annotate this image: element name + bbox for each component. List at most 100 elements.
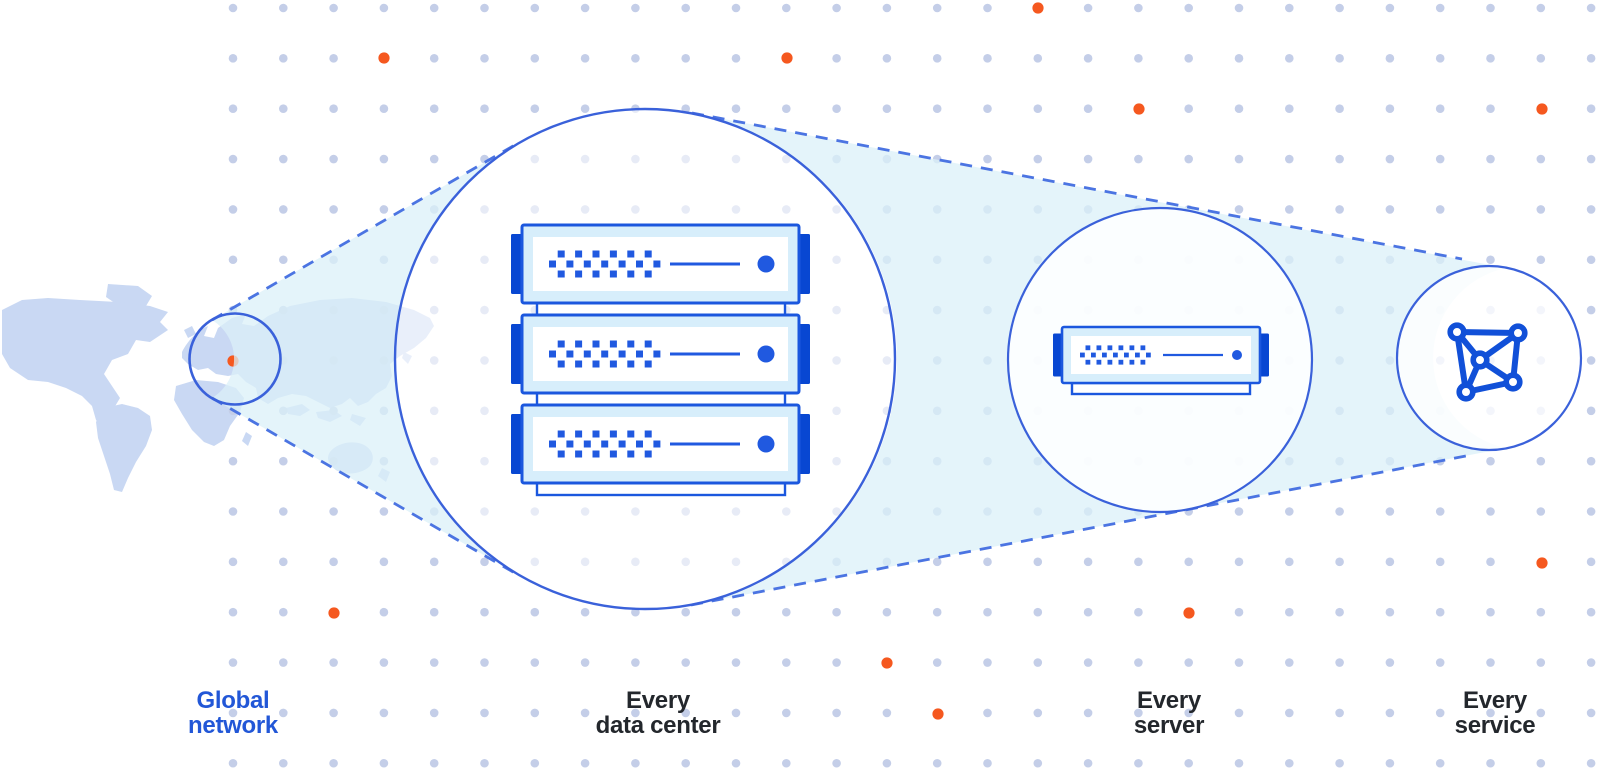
- vent-dot: [601, 350, 609, 358]
- grid-dot: [1335, 557, 1344, 567]
- grid-dot: [228, 507, 238, 516]
- grid-dot: [1586, 708, 1596, 718]
- grid-dot: [379, 154, 389, 164]
- orange-location-dot: [932, 708, 944, 720]
- grid-dot: [480, 607, 489, 617]
- grid-dot: [882, 3, 892, 13]
- grid-dot: [1134, 758, 1143, 768]
- grid-dot: [1586, 3, 1596, 13]
- vent-dot: [1085, 359, 1091, 365]
- grid-dot: [279, 758, 288, 768]
- grid-dot: [1134, 54, 1143, 63]
- grid-dot: [1586, 154, 1596, 164]
- grid-dot: [932, 658, 942, 667]
- stage-label-every-server: Every server: [1134, 688, 1205, 738]
- vent-dot: [1085, 345, 1091, 351]
- vent-dot: [1091, 352, 1096, 358]
- grid-dot: [782, 758, 791, 768]
- grid-dot: [329, 708, 338, 718]
- vent-dot: [1129, 359, 1135, 365]
- mesh-node: [1470, 350, 1490, 370]
- vent-dot: [566, 260, 574, 268]
- grid-dot: [681, 708, 690, 718]
- grid-dot: [1033, 758, 1043, 768]
- grid-dot: [631, 54, 640, 63]
- dashed-line-lower-right: [690, 454, 1467, 607]
- grid-dot: [1486, 708, 1495, 718]
- grid-dot: [932, 607, 942, 617]
- grid-dot: [580, 708, 590, 718]
- grid-dot: [681, 758, 690, 768]
- vent-dot: [618, 440, 626, 448]
- grid-dot: [580, 3, 590, 13]
- vent-dot: [636, 350, 643, 358]
- grid-dot: [530, 3, 540, 13]
- vent-dot: [609, 340, 617, 348]
- orange-location-dot: [1183, 607, 1195, 619]
- grid-dot: [480, 54, 489, 63]
- grid-dot: [1435, 3, 1445, 13]
- grid-dot: [429, 154, 439, 164]
- grid-dot: [1385, 557, 1395, 567]
- vent-dot: [1102, 352, 1107, 358]
- grid-dot: [228, 607, 238, 617]
- grid-dot: [1285, 3, 1294, 13]
- grid-dot: [379, 708, 389, 718]
- grid-dot: [279, 255, 288, 265]
- server-tray: [535, 301, 787, 317]
- mesh-edge: [1454, 329, 1521, 336]
- grid-dot: [932, 758, 942, 768]
- orange-location-dot: [781, 52, 793, 64]
- grid-dot: [279, 104, 288, 113]
- dashed-line-upper-left: [211, 140, 521, 322]
- grid-dot: [681, 607, 690, 617]
- vent-dot: [575, 360, 583, 368]
- server-led: [1232, 350, 1242, 360]
- label-line: Global: [196, 687, 270, 714]
- grid-dot: [480, 557, 489, 567]
- vent-dot: [1146, 352, 1151, 358]
- vent-dot: [1140, 359, 1146, 365]
- grid-dot: [1435, 758, 1445, 768]
- grid-dot: [932, 3, 942, 13]
- grid-dot: [1184, 154, 1193, 164]
- grid-dot: [1033, 104, 1043, 113]
- grid-dot: [1385, 104, 1395, 113]
- stage-label-every-service: Every service: [1455, 688, 1536, 738]
- grid-dot: [731, 104, 741, 113]
- grid-dot: [1285, 205, 1294, 214]
- grid-dot: [1285, 758, 1294, 768]
- vent-dot: [636, 440, 643, 448]
- server-tray: [1070, 381, 1252, 396]
- grid-dot: [1486, 507, 1495, 516]
- vent-dot: [644, 270, 652, 278]
- grid-dot: [1536, 154, 1546, 164]
- grid-dot: [1385, 607, 1395, 617]
- grid-dot: [1083, 607, 1093, 617]
- grid-dot: [379, 3, 389, 13]
- vent-dot: [583, 440, 591, 448]
- grid-dot: [1536, 456, 1546, 466]
- grid-dot: [580, 758, 590, 768]
- grid-dot: [983, 154, 992, 164]
- grid-dot: [731, 54, 741, 63]
- beam-map-to-datacenter: [212, 142, 520, 576]
- grid-dot: [882, 607, 892, 617]
- vent-dot: [575, 340, 583, 348]
- grid-dot: [1335, 758, 1344, 768]
- grid-dot: [228, 154, 238, 164]
- grid-dot: [1486, 205, 1495, 214]
- grid-dot: [530, 607, 540, 617]
- grid-dot: [1033, 658, 1043, 667]
- grid-dot: [530, 54, 540, 63]
- grid-dot: [329, 507, 338, 516]
- grid-dot: [329, 658, 338, 667]
- vent-dot: [644, 450, 652, 458]
- grid-dot: [932, 54, 942, 63]
- grid-dot: [228, 758, 238, 768]
- grid-dot: [379, 607, 389, 617]
- vent-dot: [653, 260, 661, 268]
- grid-dot: [1385, 54, 1395, 63]
- vent-dot: [566, 440, 574, 448]
